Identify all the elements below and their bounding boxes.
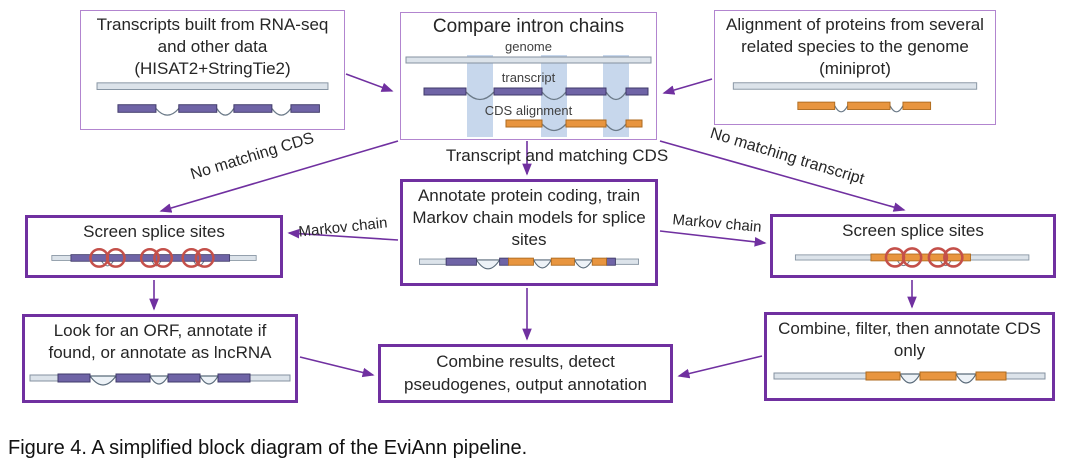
edge-label-markov-chain-right: Markov chain bbox=[671, 211, 763, 236]
intron-highlight-band bbox=[603, 55, 629, 137]
box-rna-transcripts: Transcripts built from RNA-seq and other… bbox=[80, 10, 345, 130]
annotated-gene-model bbox=[419, 257, 639, 270]
box-annotate-protein: Annotate protein coding, train Markov ch… bbox=[400, 179, 658, 286]
cds-alignment-label: CDS alignment bbox=[484, 103, 573, 118]
screen-splice-left-label: Screen splice sites bbox=[83, 222, 225, 241]
splice-screening-cds-model bbox=[794, 247, 1030, 268]
transcript-label: transcript bbox=[501, 70, 556, 85]
edge-label-transcript-matching-cds: Transcript and matching CDS bbox=[445, 146, 669, 165]
orf-lncrna-label: Look for an ORF, annotate if found, or a… bbox=[48, 321, 272, 363]
box-combine-filter: Combine, filter, then annotate CDS only bbox=[764, 312, 1055, 401]
screen-splice-right-label: Screen splice sites bbox=[842, 221, 984, 240]
rna-transcripts-label: Transcripts built from RNA-seq and other… bbox=[96, 15, 329, 79]
box-protein-alignment: Alignment of proteins from several relat… bbox=[714, 10, 996, 125]
annotate-protein-label: Annotate protein coding, train Markov ch… bbox=[412, 186, 646, 250]
genome-label: genome bbox=[505, 38, 552, 54]
edge-label-markov-chain-left: Markov chain bbox=[297, 214, 389, 241]
rna-transcript-gene-model bbox=[96, 82, 329, 117]
compare-intron-chains-label: Compare intron chains bbox=[432, 16, 625, 37]
cds-only-gene-model bbox=[773, 371, 1046, 384]
intron-chain-comparison-model bbox=[405, 55, 652, 137]
lncrna-gene-model bbox=[29, 373, 291, 386]
box-orf-lncrna: Look for an ORF, annotate if found, or a… bbox=[22, 314, 298, 403]
figure-caption: Figure 4. A simplified block diagram of … bbox=[8, 437, 528, 459]
protein-alignment-label: Alignment of proteins from several relat… bbox=[726, 15, 984, 79]
combine-filter-label: Combine, filter, then annotate CDS only bbox=[778, 319, 1041, 361]
protein-alignment-gene-model bbox=[732, 82, 978, 113]
box-combine-results: Combine results, detect pseudogenes, out… bbox=[378, 344, 673, 403]
splice-screening-rna-model bbox=[51, 248, 257, 269]
edge-label-no-matching-cds: No matching CDS bbox=[188, 129, 317, 184]
arrow-orf-to-combine bbox=[299, 356, 375, 378]
box-screen-splice-left: Screen splice sites bbox=[25, 215, 283, 278]
combine-results-label: Combine results, detect pseudogenes, out… bbox=[404, 352, 647, 394]
edge-label-no-matching-transcript: No matching transcript bbox=[708, 124, 867, 189]
box-compare-intron-chains: Compare intron chains genome bbox=[400, 12, 657, 140]
box-screen-splice-right: Screen splice sites bbox=[770, 214, 1056, 278]
arrow-filter-to-combine bbox=[677, 355, 763, 379]
arrow-protein-to-compare bbox=[662, 78, 713, 95]
arrow-rna-to-compare bbox=[345, 73, 394, 92]
